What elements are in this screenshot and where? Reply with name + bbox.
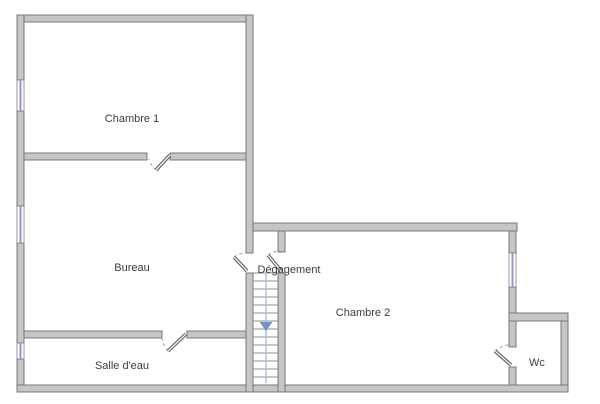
room-chambre-2 [285, 231, 509, 385]
door-leaf-fill [494, 350, 512, 366]
window-bureau [16, 205, 25, 244]
room-label-chambre-1: Chambre 1 [105, 113, 159, 125]
wall-chambre1-bureau-right [169, 152, 247, 161]
wall-chambre2-left-stub [277, 230, 286, 253]
room-bureau [23, 160, 246, 331]
stair-down-arrow-icon [259, 322, 273, 331]
wall-top-outer [16, 14, 254, 23]
room-salle-deau [23, 338, 246, 385]
wall-bureau-salledeau-right [186, 330, 247, 339]
door-chambre2-wc [493, 344, 513, 367]
room-label-wc: Wc [529, 357, 545, 369]
wall-wc-left-1 [508, 320, 517, 348]
door-swing-arc [148, 158, 157, 171]
staircase [253, 271, 278, 383]
wall-chambre2-right-1 [508, 230, 517, 254]
wall-wc-top [508, 312, 569, 322]
door-leaf-fill [155, 154, 171, 171]
room-label-chambre-2: Chambre 2 [336, 307, 390, 319]
door-leaf-fill [167, 333, 187, 352]
wall-chambre2-right-2 [508, 286, 517, 314]
room-label-bureau: Bureau [114, 262, 149, 274]
wall-bureau-salledeau-left [23, 330, 163, 339]
door-leaf-fill [233, 256, 248, 272]
wall-chambre2-left-main [277, 272, 286, 393]
window-chambre-1 [16, 79, 25, 112]
wall-left-outer-3 [16, 242, 25, 344]
wall-left-outer-2 [16, 110, 25, 207]
wall-center-vertical-2 [245, 272, 254, 393]
door-bureau-salledeau [161, 332, 188, 353]
wall-wing-top-outer [252, 222, 518, 232]
wall-wc-left-2 [508, 366, 517, 386]
room-label-salle-deau: Salle d'eau [95, 360, 149, 372]
door-chambre1-bureau [148, 153, 172, 172]
wall-left-outer-1 [16, 14, 25, 81]
room-wc [516, 321, 561, 385]
room-labels: Chambre 1 Bureau Salle d'eau Dégagement … [95, 113, 545, 372]
windows [16, 79, 517, 360]
window-salle-deau [16, 342, 25, 360]
window-chambre-2 [508, 252, 517, 288]
door-leaf-fill [267, 254, 282, 272]
door-bureau-degagement [232, 252, 249, 273]
wall-chambre1-bureau-left [23, 152, 148, 161]
room-areas [23, 22, 561, 385]
door-degagement-chambre2 [266, 250, 283, 273]
room-chambre-1 [23, 22, 246, 153]
room-label-degagement: Dégagement [258, 264, 321, 276]
wall-center-vertical-1 [245, 14, 254, 254]
wall-right-outer [560, 320, 569, 386]
wall-bottom-outer [16, 384, 569, 393]
doors [148, 153, 513, 367]
